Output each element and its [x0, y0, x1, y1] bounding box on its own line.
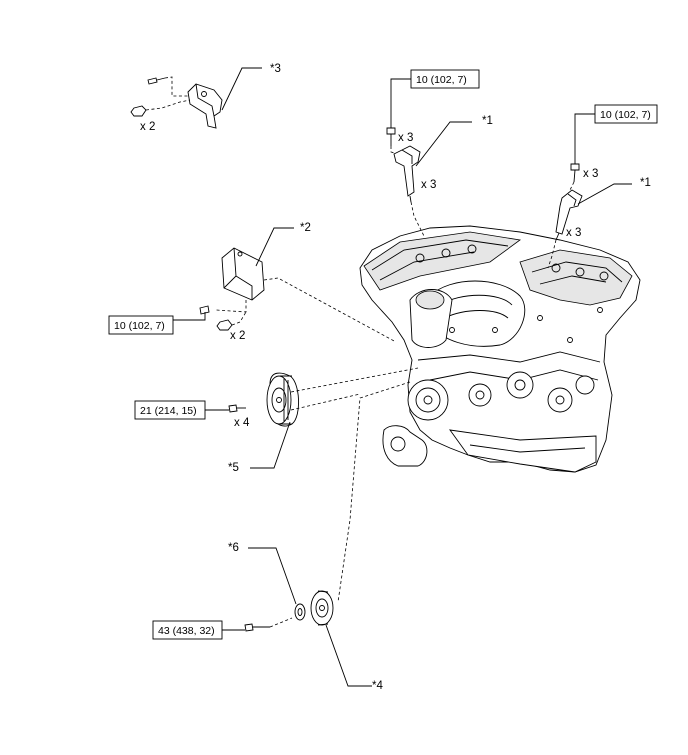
engine-assembly — [359, 225, 641, 473]
coil-left-bolt-quantity: x 3 — [398, 132, 413, 144]
pulley-bolt-quantity: x 4 — [234, 417, 250, 429]
idler-pulley-group — [152, 381, 411, 687]
coil-left-bolt — [386, 127, 396, 135]
bracket-bolt — [147, 77, 158, 85]
ignition-coil-left-group — [386, 69, 480, 237]
coil-right-callout: *1 — [640, 177, 651, 189]
ecu-bolt — [199, 305, 210, 315]
ignition-coil-right-group — [547, 104, 658, 269]
coil-left-quantity: x 3 — [421, 179, 436, 191]
bracket-nut — [130, 105, 147, 117]
torque-label-coil-left: 10 (102, 7) — [416, 74, 467, 86]
torque-label-ecu: 10 (102, 7) — [114, 320, 165, 332]
idler-pulley-4 — [310, 590, 334, 626]
ecu-module — [221, 247, 265, 301]
idler-bolt — [244, 623, 254, 632]
coil-right-bolt-quantity: x 3 — [583, 168, 598, 180]
torque-label-idler: 43 (438, 32) — [158, 625, 215, 637]
torque-label-coil-right: 10 (102, 7) — [600, 109, 651, 121]
ecu-nut-quantity: x 2 — [230, 330, 245, 342]
torque-box-idler — [152, 620, 223, 640]
bracket-nut-quantity: x 2 — [140, 121, 155, 133]
coil-left — [393, 145, 421, 197]
bracket-3 — [187, 83, 223, 129]
coil-left-callout: *1 — [482, 115, 493, 127]
idler-callout: *4 — [372, 680, 383, 692]
torque-box-ecu — [108, 315, 174, 335]
pulley-callout: *5 — [228, 462, 239, 474]
ecu-module-group — [108, 227, 397, 343]
ecu-callout: *2 — [300, 222, 311, 234]
pulley-bolt — [228, 404, 238, 413]
collar-6 — [294, 603, 306, 621]
torque-box-pulley — [134, 400, 206, 420]
ecu-nut — [216, 319, 233, 331]
torque-label-pulley: 21 (214, 15) — [140, 405, 197, 417]
crank-pulley-group — [134, 367, 419, 469]
collar-callout: *6 — [228, 542, 239, 554]
bracket-callout: *3 — [270, 63, 281, 75]
coil-right-bolt — [570, 163, 580, 171]
bracket-group — [130, 67, 262, 129]
coil-right-quantity: x 3 — [566, 227, 581, 239]
